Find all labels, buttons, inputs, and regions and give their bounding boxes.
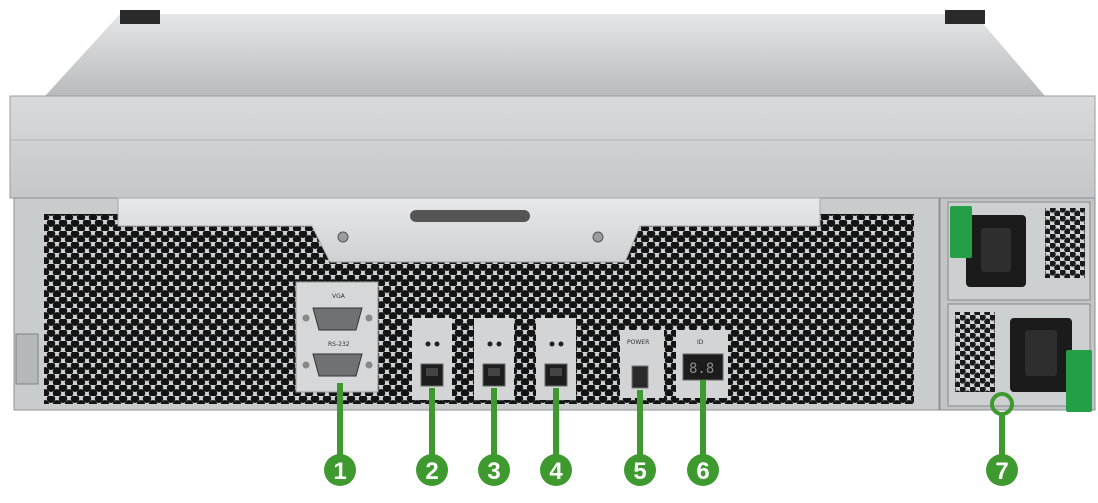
callout-number: 7 [995, 458, 1008, 485]
callout-number: 2 [425, 458, 438, 485]
chassis-upper-band [9, 95, 1096, 199]
serial-ports: VGA RS-232 [295, 281, 379, 393]
callout-number: 3 [487, 458, 500, 485]
chassis-lid [45, 14, 1045, 96]
callout-7: 7 [986, 392, 1018, 486]
vga-label: VGA [332, 293, 346, 300]
lan-port-3 [536, 318, 576, 400]
psu-handle-lower [1066, 350, 1092, 412]
callout-2: 2 [416, 388, 448, 486]
callout-1: 1 [324, 383, 356, 486]
lan-port-2 [474, 318, 514, 400]
top-cover-plate [117, 197, 821, 263]
screw-left [337, 231, 349, 243]
psu-handle-upper [950, 206, 972, 258]
power-label: POWER [627, 339, 649, 346]
id-label: ID [697, 339, 704, 346]
callout-number: 1 [333, 458, 346, 485]
callout-5: 5 [624, 390, 656, 486]
callout-number: 5 [633, 458, 646, 485]
callout-3: 3 [478, 388, 510, 486]
callout-4: 4 [540, 388, 572, 486]
callout-6: 6 [687, 380, 719, 486]
panel-handle [410, 210, 530, 222]
left-bracket [15, 333, 39, 385]
callout-number: 4 [549, 458, 563, 485]
lan-port-1 [412, 318, 452, 400]
rack-ear-right [945, 10, 985, 24]
power-button: POWER [620, 330, 664, 398]
rs232-label: RS-232 [328, 341, 350, 348]
rack-ear-left [120, 10, 160, 24]
power-supply [939, 197, 1096, 412]
screw-right [592, 231, 604, 243]
callout-number: 6 [696, 458, 709, 485]
id-display-readout: 8.8 [689, 361, 714, 377]
